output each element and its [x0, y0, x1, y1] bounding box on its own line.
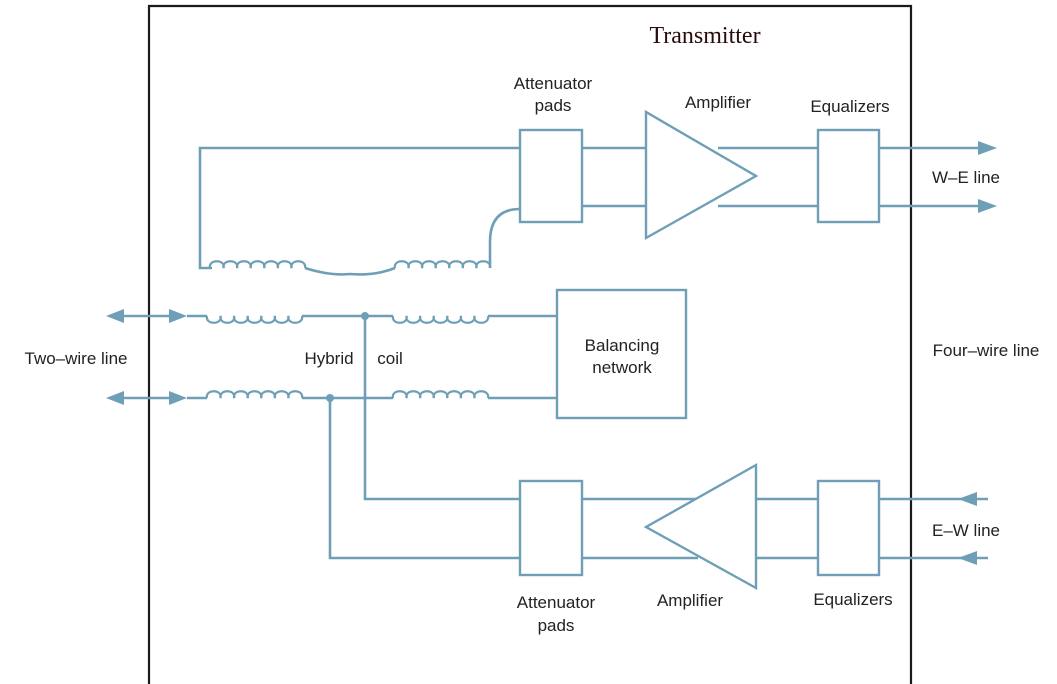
- hybrid-coil-winding-top-left: [208, 260, 307, 269]
- hybrid-coil-winding-lower-left: [205, 390, 304, 399]
- hybrid-label: Hybrid: [304, 349, 353, 368]
- attenuator-bottom-label-1: Attenuator: [517, 593, 596, 612]
- attenuator-top-label-1: Attenuator: [514, 74, 593, 93]
- attenuator-bottom-label-2: pads: [538, 616, 575, 635]
- wire-amplifier-to-attenuator-bottom: [582, 497, 698, 560]
- we-line-label: W–E line: [932, 168, 1000, 187]
- wire-attenuator-to-amplifier-top: [582, 146, 646, 208]
- wire-coil-to-attenuator-lower: [488, 207, 521, 268]
- equalizers-bottom-label: Equalizers: [813, 590, 892, 609]
- four-wire-line-label: Four–wire line: [933, 341, 1040, 360]
- amplifier-top: [644, 109, 759, 241]
- ew-line-label: E–W line: [932, 521, 1000, 540]
- two-wire-arrow-upper-left: [106, 309, 124, 323]
- hybrid-coil-winding-lower-right: [391, 390, 490, 399]
- balancing-label-1: Balancing: [585, 336, 660, 355]
- hybrid-coil-winding-upper-right: [391, 315, 490, 324]
- attenuator-pads-bottom: [518, 479, 584, 577]
- two-wire-arrow-lower-right: [169, 391, 187, 405]
- attenuator-pads-top: [518, 128, 584, 224]
- coil-label: coil: [377, 349, 403, 368]
- we-arrow-upper: [978, 141, 997, 155]
- wire-between-hybrid-coils: [302, 314, 393, 400]
- ew-arrow-upper: [958, 492, 977, 506]
- equalizers-top: [816, 128, 881, 224]
- two-wire-line-wires: [122, 314, 170, 400]
- equalizers-bottom: [816, 479, 881, 577]
- hybrid-coil-winding-top-right: [393, 260, 492, 269]
- wire-loop-top: [198, 146, 520, 270]
- two-wire-arrow-lower-left: [106, 391, 124, 405]
- wire-arrow-to-coil: [187, 314, 207, 400]
- wire-between-top-coils: [304, 266, 396, 276]
- wire-amplifier-to-equalizer-top: [718, 146, 818, 208]
- amplifier-top-label: Amplifier: [685, 93, 751, 112]
- amplifier-bottom-label: Amplifier: [657, 591, 723, 610]
- transmitter-title: Transmitter: [649, 23, 760, 49]
- attenuator-top-label-2: pads: [535, 96, 572, 115]
- two-wire-arrow-upper-right: [169, 309, 187, 323]
- wire-coil-to-balancing: [488, 314, 557, 400]
- hybrid-coil-winding-upper-left: [205, 315, 304, 324]
- balancing-label-2: network: [592, 358, 652, 377]
- ew-arrow-lower: [958, 551, 977, 565]
- wire-equalizer-to-amplifier-bottom: [756, 497, 818, 560]
- transmitter-frame: [147, 4, 913, 684]
- we-line-wires: [879, 146, 980, 208]
- balancing-network: [555, 288, 688, 420]
- wire-hybrid-to-attenuator-bottom-upper: [363, 316, 520, 501]
- wire-hybrid-to-attenuator-bottom-lower: [328, 398, 520, 560]
- equalizers-top-label: Equalizers: [810, 97, 889, 116]
- amplifier-bottom: [643, 462, 758, 591]
- two-wire-line-label: Two–wire line: [25, 349, 128, 368]
- we-arrow-lower: [978, 199, 997, 213]
